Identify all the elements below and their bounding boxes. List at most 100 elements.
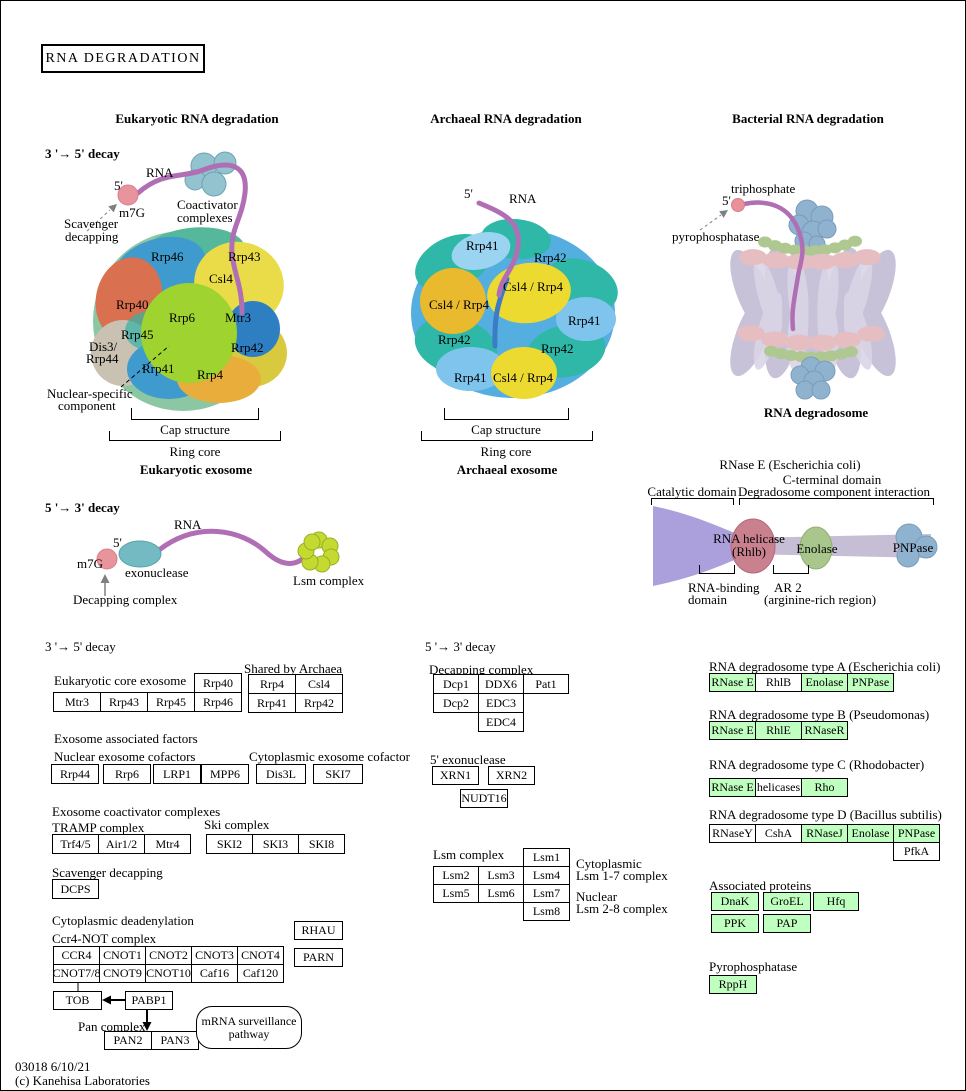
gene-box-rhle[interactable]: RhlE [755,721,802,740]
arch-cap-bracket [444,408,569,420]
gene-box-mtr4[interactable]: Mtr4 [144,834,191,854]
gene-box-pnpase-d[interactable]: PNPase [893,824,940,843]
gene-box-tob[interactable]: TOB [53,991,102,1010]
pyrophosphatase-label: pyrophosphatase [672,229,760,244]
gene-box-rhau[interactable]: RHAU [294,921,343,940]
archaeal-exosome-label: Archaeal exosome [456,462,558,477]
gene-box-rnasej[interactable]: RNaseJ [801,824,848,843]
catalytic-bracket [651,498,734,505]
arch-ring-core-label: Ring core [480,444,532,459]
gene-box-groel[interactable]: GroEL [763,892,811,911]
gene-box-lsm6[interactable]: Lsm6 [478,884,524,903]
gene-box-rnasey[interactable]: RNaseY [709,824,756,843]
degradosome-interaction-label: Degradosome component interaction [737,484,931,499]
gene-box-enolase-d[interactable]: Enolase [847,824,894,843]
gene-box-ski7[interactable]: SKI7 [313,764,363,784]
arch-rna-inner [492,276,510,349]
ar2-bracket [773,565,809,574]
arch-label-rrp42-left: Rrp42 [438,332,471,347]
gene-box-ddx6[interactable]: DDX6 [478,674,524,694]
gene-box-pat1[interactable]: Pat1 [523,674,569,694]
gene-box-rhlb[interactable]: RhlB [755,673,802,692]
gene-box-lsm3[interactable]: Lsm3 [478,866,524,885]
gene-box-helicases[interactable]: helicases [755,778,802,797]
gene-box-cnot2[interactable]: CNOT2 [145,946,192,965]
gene-box-dcp1[interactable]: Dcp1 [433,674,479,694]
gene-box-pap[interactable]: PAP [763,914,811,933]
gene-box-rnasee-a[interactable]: RNase E [709,673,756,692]
bact-rna-strand [741,200,805,332]
gene-box-mtr3[interactable]: Mtr3 [53,692,101,712]
mrna-surveillance-line-2: pathway [228,1026,270,1041]
gene-box-rrp45[interactable]: Rrp45 [147,692,195,712]
arch-cap-structure-label: Cap structure [471,422,541,437]
gene-box-rrp46[interactable]: Rrp46 [194,692,242,712]
gene-box-lsm5[interactable]: Lsm5 [433,884,479,903]
gene-box-ski3[interactable]: SKI3 [252,834,299,854]
gene-box-ski8[interactable]: SKI8 [298,834,345,854]
gene-box-dcps[interactable]: DCPS [52,879,99,899]
gene-box-rnasee-c[interactable]: RNase E [709,778,756,797]
gene-box-rrp4[interactable]: Rrp4 [248,674,296,694]
arch-section-header: Archaeal RNA degradation [430,111,582,126]
lsm-table-label: Lsm complex [433,847,505,862]
gene-box-rrp41[interactable]: Rrp41 [248,693,296,713]
arch-label-csl4-center: Csl4 / Rrp4 [503,279,563,294]
gene-box-cnot4[interactable]: CNOT4 [237,946,284,965]
gene-box-cnot78[interactable]: CNOT7/8 [53,964,100,983]
gene-box-hfq[interactable]: Hfq [813,892,859,911]
gene-box-rho[interactable]: Rho [801,778,848,797]
gene-box-edc4[interactable]: EDC4 [478,712,524,732]
gene-box-cnot3[interactable]: CNOT3 [191,946,238,965]
gene-box-enolase-a[interactable]: Enolase [801,673,848,692]
lsm-complex-label: Lsm complex [293,573,365,588]
gene-box-ccr4[interactable]: CCR4 [53,946,100,965]
gene-box-rrp42[interactable]: Rrp42 [295,693,343,713]
gene-box-ppk[interactable]: PPK [711,914,759,933]
gene-box-rnasee-b[interactable]: RNase E [709,721,756,740]
gene-box-dcp2[interactable]: Dcp2 [433,693,479,713]
gene-box-lsm4[interactable]: Lsm4 [523,866,570,885]
gene-box-rpph[interactable]: RppH [709,975,757,994]
gene-box-caf120[interactable]: Caf120 [237,964,284,983]
archaeal-exosome-blob [411,218,618,399]
gene-box-lsm2[interactable]: Lsm2 [433,866,479,885]
gene-box-cnot1[interactable]: CNOT1 [99,946,146,965]
gene-box-rrp40[interactable]: Rrp40 [194,673,242,693]
d53-m7g-cap [96,548,118,570]
mrna-surveillance-pathway-box[interactable]: mRNA surveillance pathway [196,1006,302,1049]
gene-box-csl4[interactable]: Csl4 [295,674,343,694]
gene-box-dis3l[interactable]: Dis3L [256,764,306,784]
gene-box-lsm8[interactable]: Lsm8 [523,902,570,921]
gene-box-cnot9[interactable]: CNOT9 [99,964,146,983]
cytoplasmic-lsm-label-1: Cytoplasmic [576,856,642,871]
gene-box-dnak[interactable]: DnaK [711,892,759,911]
gene-box-pfka[interactable]: PfkA [893,842,940,861]
gene-box-pnpase-a[interactable]: PNPase [847,673,894,692]
gene-box-caf16[interactable]: Caf16 [191,964,238,983]
gene-box-pan3[interactable]: PAN3 [151,1031,199,1050]
gene-box-xrn1[interactable]: XRN1 [432,766,479,785]
ar2-sub-label: (arginine-rich region) [764,592,877,607]
gene-box-edc3[interactable]: EDC3 [478,693,524,713]
gene-box-lsm7[interactable]: Lsm7 [523,884,570,903]
gene-box-lrp1[interactable]: LRP1 [153,764,201,784]
gene-box-pabp1[interactable]: PABP1 [125,991,173,1010]
gene-box-parn[interactable]: PARN [294,948,343,967]
catalytic-domain-label: Catalytic domain [647,484,737,499]
gene-box-pan2[interactable]: PAN2 [104,1031,152,1050]
gene-box-csha[interactable]: CshA [755,824,802,843]
gene-box-xrn2[interactable]: XRN2 [488,766,535,785]
gene-box-trf45[interactable]: Trf4/5 [52,834,99,854]
gene-box-rrp43[interactable]: Rrp43 [100,692,148,712]
gene-box-cnot10[interactable]: CNOT10 [145,964,192,983]
gene-box-mpp6[interactable]: MPP6 [201,764,249,784]
gene-box-rrp44[interactable]: Rrp44 [51,764,99,784]
gene-box-rrp6[interactable]: Rrp6 [103,764,151,784]
gene-box-air12[interactable]: Air1/2 [98,834,145,854]
gene-box-lsm1[interactable]: Lsm1 [523,848,570,867]
gene-box-rnaser[interactable]: RNaseR [801,721,848,740]
gene-box-ski2[interactable]: SKI2 [206,834,253,854]
gene-box-nudt16[interactable]: NUDT16 [460,789,508,808]
arch-rna-label: RNA [509,191,537,206]
